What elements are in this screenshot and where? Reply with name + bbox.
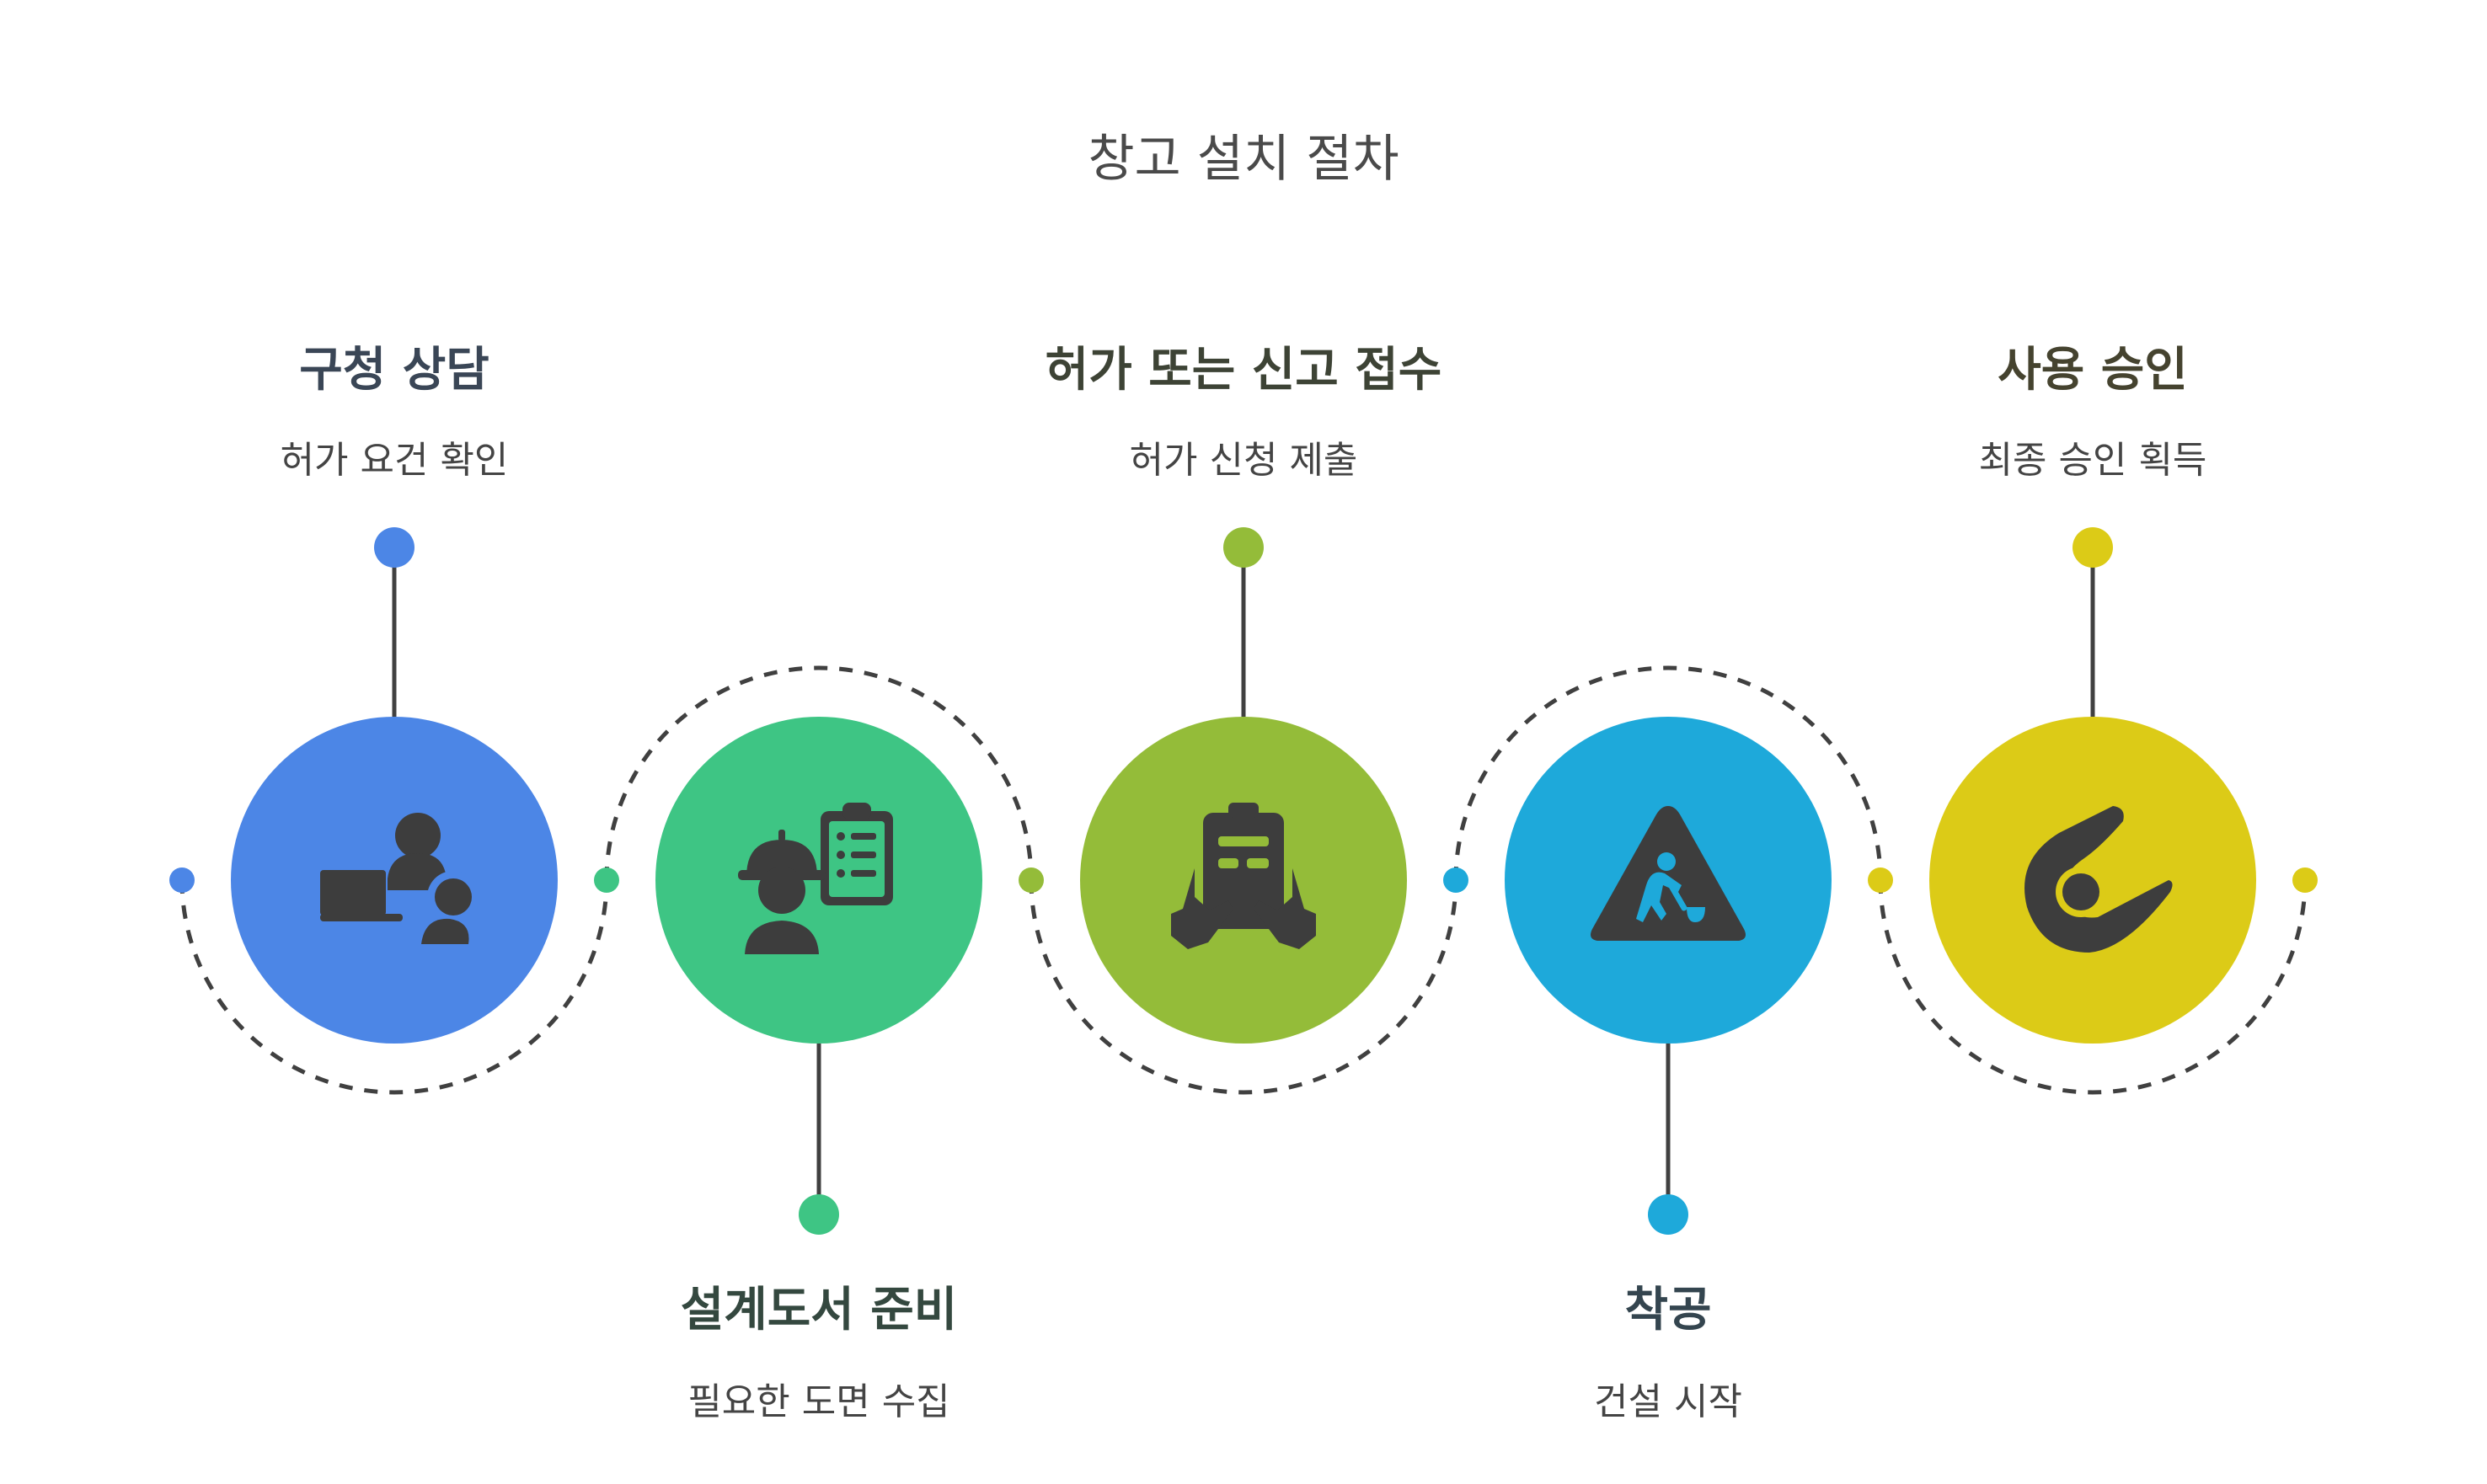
step-5-description: 최종 승인 획득: [1978, 439, 2207, 482]
dashed-connector-1: [179, 879, 609, 1095]
hands-document-icon: [1171, 803, 1316, 949]
construction-sign-icon: [1591, 806, 1746, 941]
stem-dot-2: [799, 1194, 839, 1235]
step-2-title: 설계도서 준비: [680, 1283, 958, 1337]
stem-group: [374, 527, 2113, 1235]
step-1-description: 허가 요건 확인: [280, 439, 509, 482]
junction-dot-4-left: [1443, 867, 1468, 893]
stem-dot-5: [2072, 527, 2113, 568]
engineer-clipboard-icon: [738, 803, 893, 954]
dashed-connector-3: [1029, 879, 1458, 1095]
dashed-connector-group: [169, 665, 2318, 1095]
step-4-title: 착공: [1624, 1283, 1712, 1337]
dashed-connector-2: [604, 665, 1034, 881]
icon-group: [320, 803, 2173, 954]
dashed-connector-4: [1453, 665, 1883, 881]
junction-dot-1-left: [169, 867, 195, 893]
junction-dot-5-left: [1868, 867, 1893, 893]
dashed-connector-5: [1878, 879, 2308, 1095]
step-4-description: 건설 시작: [1594, 1380, 1742, 1423]
page-title: 창고 설치 절차: [1088, 130, 1399, 189]
step-3-description: 허가 신청 제출: [1129, 439, 1358, 482]
step-5-title: 사용 승인: [1998, 343, 2188, 398]
step-2-description: 필요한 도면 수집: [687, 1380, 950, 1423]
consultant-laptop-icon: [320, 813, 479, 944]
stem-dot-4: [1648, 1194, 1688, 1235]
step-1-title: 구청 상담: [299, 343, 489, 398]
junction-dot-2-left: [594, 867, 619, 893]
stem-dot-1: [374, 527, 414, 568]
approval-emblem-icon: [2024, 806, 2173, 953]
step-3-title: 허가 또는 신고 접수: [1045, 343, 1442, 398]
stem-dot-3: [1223, 527, 1264, 568]
junction-dot-5-right: [2292, 867, 2318, 893]
junction-dot-3-left: [1019, 867, 1044, 893]
